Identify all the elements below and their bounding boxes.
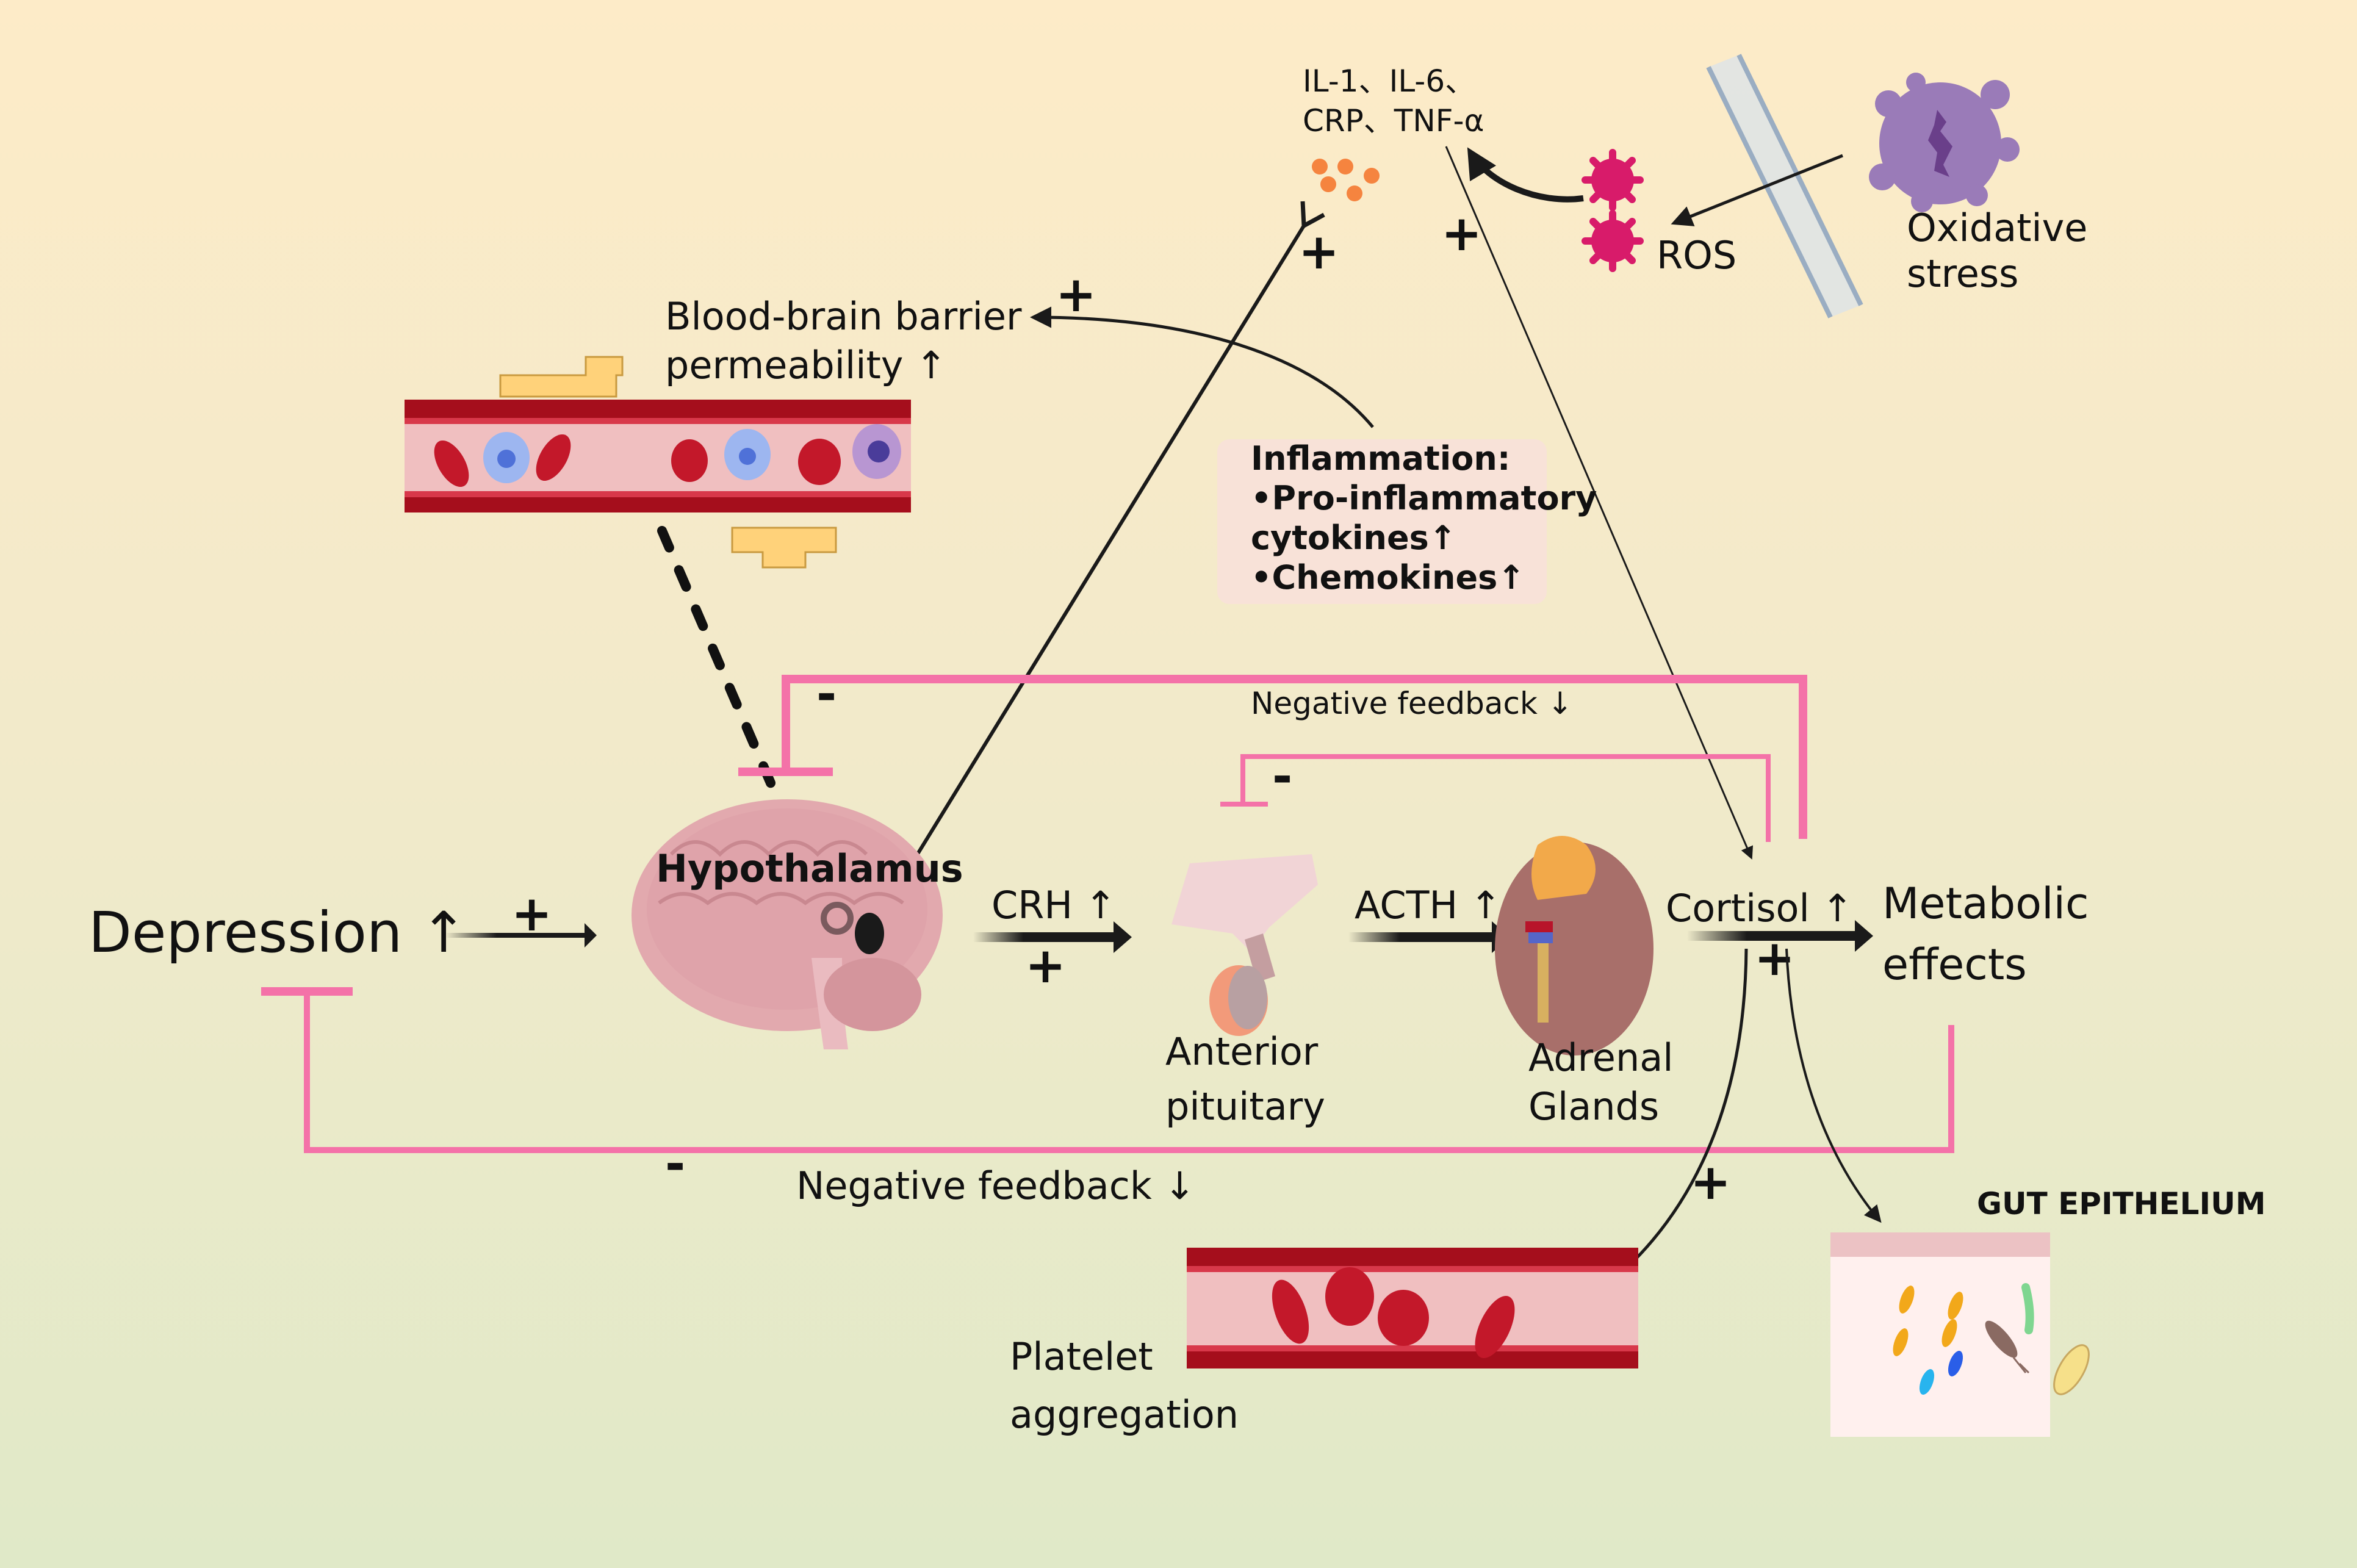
- cytokines-to-cortisol-arrow: [1445, 146, 1754, 860]
- minus-sign: -: [1272, 748, 1292, 805]
- cortisol-to-gut-arrow: [1785, 948, 1882, 1223]
- bbb-line-1: Blood-brain barrier: [665, 294, 1022, 339]
- cytokines-label: IL-1、IL-6、 CRP、TNF-α: [1303, 63, 1484, 138]
- anterior-pituitary-line-1: Anterior: [1165, 1029, 1319, 1074]
- blood-vessel-platelet-icon: [1187, 1248, 1638, 1368]
- plus-sign: +: [1441, 205, 1482, 262]
- plus-sign: +: [1025, 937, 1066, 994]
- plus-sign: +: [511, 885, 552, 942]
- plus-sign: +: [1690, 1154, 1731, 1210]
- adrenal-glands-label: Adrenal Glands: [1528, 1035, 1673, 1129]
- depression-to-hypothalamus-arrow: [445, 933, 592, 938]
- blood-vessel-bbb-icon: [405, 356, 911, 569]
- inflammation-line-1: Inflammation:: [1251, 439, 1510, 478]
- oxidative-stress-line-1: Oxidative: [1907, 206, 2087, 250]
- inner-feedback-loop: [1220, 754, 1771, 842]
- arrowhead-icon: [585, 923, 597, 948]
- platelet-line-2: aggregation: [1010, 1392, 1239, 1437]
- pituitary-icon: [1171, 854, 1318, 1036]
- hypothalamus-label: Hypothalamus: [656, 846, 963, 891]
- cytokine-dots-icon: [1312, 159, 1380, 201]
- oxidative-stress-line-2: stress: [1907, 251, 2019, 296]
- pituitary-to-adrenal-arrow: [1348, 932, 1495, 942]
- hypothalamus-to-pituitary-arrow: [973, 932, 1117, 942]
- gut-epithelium-label: GUT EPITHELIUM: [1977, 1186, 2266, 1221]
- inflammation-line-4: •Chemokines↑: [1251, 558, 1525, 597]
- inflammation-line-3: cytokines↑: [1251, 519, 1456, 557]
- adrenal-glands-line-2: Glands: [1528, 1084, 1659, 1129]
- inflammation-label: Inflammation: •Pro-inflammatory cytokine…: [1251, 439, 1597, 597]
- cell-membrane-icon: [1706, 54, 1863, 318]
- platelet-line-1: Platelet: [1010, 1334, 1153, 1379]
- crh-label: CRH ↑: [991, 883, 1117, 927]
- brain-icon: [632, 799, 943, 1049]
- minus-sign: -: [665, 1135, 685, 1192]
- ros-icon: [1582, 149, 1644, 272]
- cortisol-label: Cortisol ↑: [1666, 886, 1853, 930]
- metabolic-effects-label: Metabolic effects: [1882, 879, 2089, 990]
- gut-epithelium-icon: [1830, 1232, 2090, 1437]
- metabolic-effects-line-2: effects: [1882, 940, 2027, 990]
- metabolic-effects-line-1: Metabolic: [1882, 879, 2089, 929]
- depression-label: Depression ↑: [88, 900, 467, 965]
- anterior-pituitary-label: Anterior pituitary: [1165, 1029, 1325, 1129]
- plus-sign: +: [1298, 223, 1339, 280]
- arrowhead-icon: [1114, 921, 1132, 953]
- anterior-pituitary-line-2: pituitary: [1165, 1084, 1325, 1129]
- oxidative-to-ros-arrow: [1671, 154, 1843, 226]
- arrowhead-icon: [1855, 920, 1873, 952]
- negative-feedback-inner-label: Negative feedback ↓: [1251, 686, 1573, 721]
- oxidative-stress-label: Oxidative stress: [1907, 206, 2087, 296]
- inflammation-to-bbb-arrow: [1030, 306, 1374, 428]
- outer-feedback-loop: [738, 675, 1807, 839]
- bottom-feedback-loop: [261, 987, 1954, 1153]
- minus-sign: -: [816, 666, 837, 722]
- cytokines-line-2: CRP、TNF-α: [1303, 103, 1484, 138]
- bbb-label: Blood-brain barrier permeability ↑: [665, 294, 1022, 387]
- oxidative-stress-cell-icon: [1869, 73, 2020, 212]
- adrenal-gland-icon: [1495, 836, 1653, 1056]
- acth-label: ACTH ↑: [1355, 883, 1502, 927]
- inflammation-line-2: •Pro-inflammatory: [1251, 479, 1597, 517]
- cortisol-to-metabolic-arrow: [1687, 931, 1858, 941]
- negative-feedback-outer-label: Negative feedback ↓: [796, 1163, 1195, 1208]
- inflammation-box: [1217, 439, 1547, 604]
- cytokines-line-1: IL-1、IL-6、: [1303, 63, 1475, 99]
- ros-to-cytokines-arrow: [1467, 147, 1584, 203]
- ros-label: ROS: [1657, 233, 1736, 278]
- bbb-line-2: permeability ↑: [665, 343, 947, 387]
- platelet-aggregation-label: Platelet aggregation: [1010, 1334, 1239, 1437]
- adrenal-glands-line-1: Adrenal: [1528, 1035, 1673, 1080]
- plus-sign: +: [1056, 266, 1096, 323]
